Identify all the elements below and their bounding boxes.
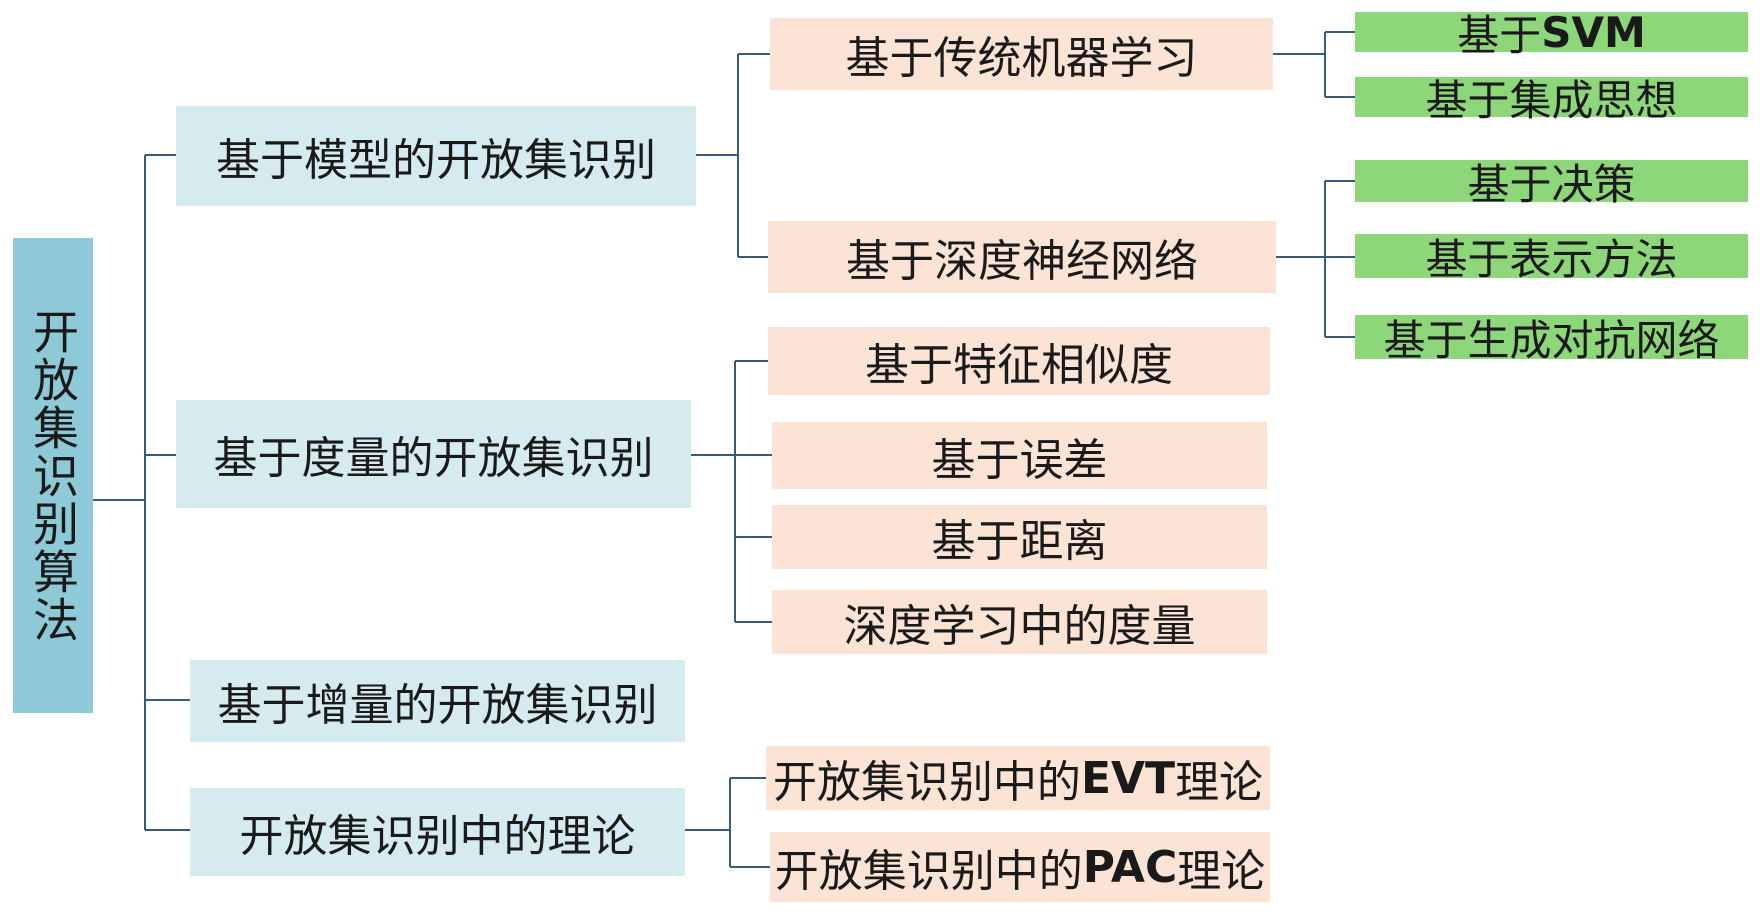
- node-error: 基于误差: [772, 422, 1267, 489]
- branch-metric-based: 基于度量的开放集识别: [176, 400, 691, 508]
- root-node: 开放集识别算法: [13, 238, 93, 713]
- leaf-decision: 基于决策: [1355, 160, 1748, 209]
- branch-incremental: 基于增量的开放集识别: [190, 660, 685, 742]
- leaf-gan: 基于生成对抗网络: [1355, 315, 1748, 365]
- node-deep-neural-network: 基于深度神经网络: [768, 221, 1276, 293]
- leaf-representation: 基于表示方法: [1355, 234, 1748, 284]
- node-traditional-ml: 基于传统机器学习: [770, 18, 1273, 90]
- leaf-ensemble: 基于集成思想: [1355, 76, 1748, 125]
- node-distance: 基于距离: [772, 505, 1267, 569]
- branch-model-based: 基于模型的开放集识别: [176, 106, 696, 206]
- node-deep-learning-metric: 深度学习中的度量: [772, 590, 1267, 654]
- branch-theory: 开放集识别中的理论: [190, 788, 685, 876]
- node-feature-similarity: 基于特征相似度: [768, 327, 1270, 395]
